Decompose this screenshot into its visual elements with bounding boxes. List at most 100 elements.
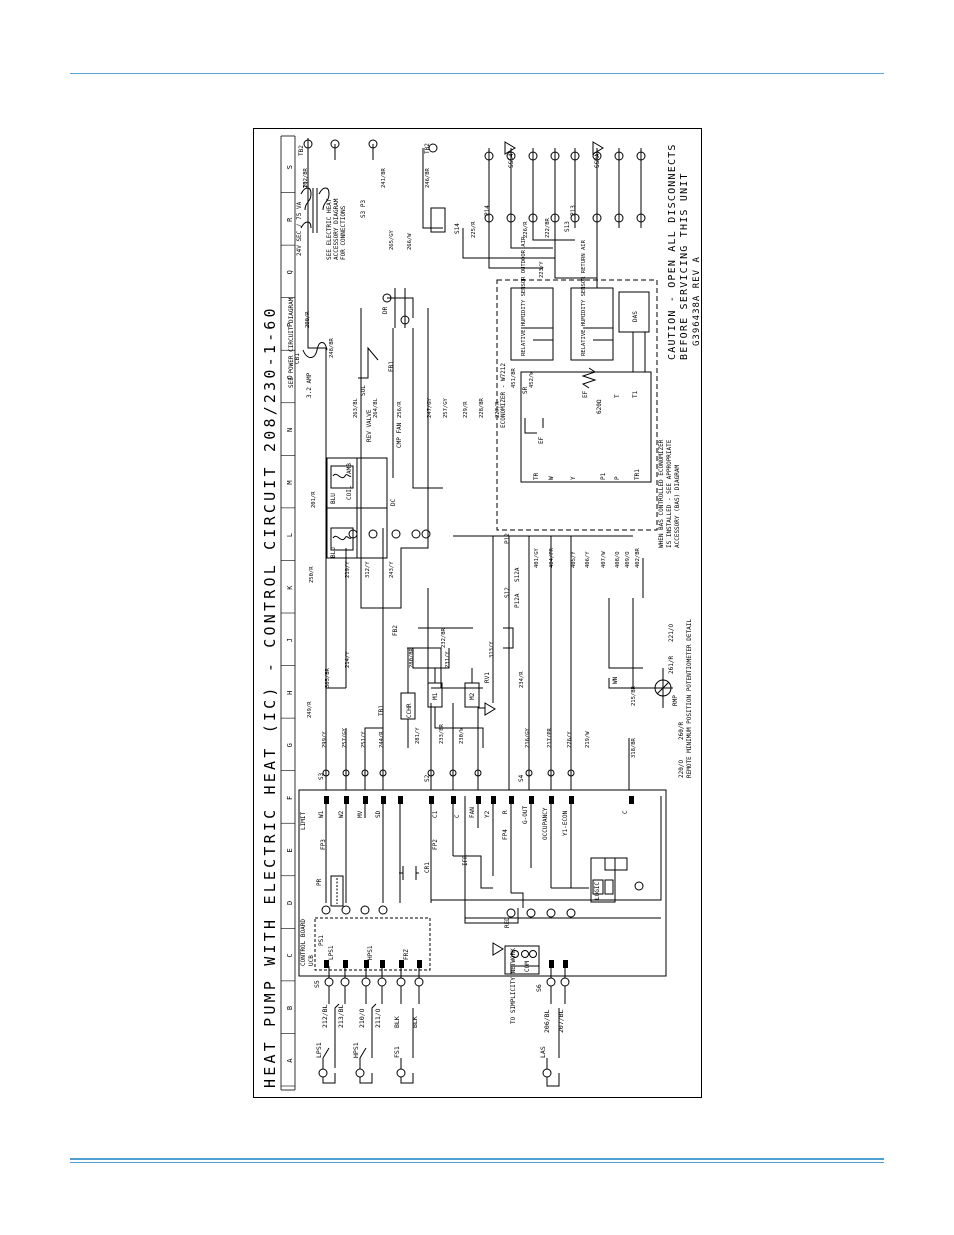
upper-wire-label: 227/R	[495, 401, 501, 418]
board-fp2: FP2	[432, 839, 439, 850]
grid-column-ticks	[281, 192, 295, 1087]
upper-wire-label: 250/R	[309, 566, 315, 583]
m1-label: M1	[432, 692, 439, 700]
diagram-title: HEAT PUMP WITH ELECTRIC HEAT (IC) - CONT…	[261, 305, 279, 1088]
p12a-label: P12A	[514, 593, 521, 608]
mid-wire-label: 233/BR	[439, 723, 445, 744]
top-rule	[70, 73, 884, 74]
mid-wire-label: 244/R	[379, 731, 385, 748]
tb2-top-label: TB2	[298, 145, 305, 156]
mid-wire-label: 257/GY	[342, 727, 348, 748]
grid-letter-b: B	[286, 1006, 294, 1010]
board-sub: UCB	[308, 955, 315, 966]
board-hps1: HPS1	[367, 945, 374, 960]
board-title: CONTROL BOARD	[300, 919, 307, 966]
grid-letter-h: H	[286, 691, 294, 695]
economizer-module	[520, 371, 652, 483]
grid-letter-o: O	[286, 375, 294, 379]
wire-207-bl: 207/BL	[557, 1009, 565, 1033]
wire-206-bl: 206/BL	[543, 1009, 551, 1033]
econ-wire-label: 405/Y	[571, 551, 577, 568]
grid-letter-c: C	[286, 953, 294, 957]
mid-wire-label: 234/R	[519, 671, 525, 688]
upper-wire-label: 241/BR	[381, 167, 387, 188]
upper-wire-label: 247/GY	[427, 397, 433, 418]
resistor-label: 620Ω	[596, 399, 603, 414]
econ-term-p1: P1	[600, 472, 607, 480]
s3-p3-label: S3 P3	[360, 200, 367, 218]
econ-note-3: ACCESSORY (BAS) DIAGRAM	[674, 465, 681, 548]
grid-letter-e: E	[286, 848, 294, 852]
s12a-label: S12A	[514, 567, 521, 582]
las-terminal-icon	[542, 1068, 552, 1078]
board-mv: MV	[357, 810, 364, 818]
hps1-terminal-icon	[355, 1068, 365, 1078]
grid-letter-f: F	[286, 796, 294, 800]
wiring-diagram: HEAT PUMP WITH ELECTRIC HEAT (IC) - CONT…	[253, 128, 702, 1098]
fs1-label: FS1	[393, 1046, 401, 1058]
bottom-wire-220-o: 220/O	[678, 760, 685, 778]
econ-term-t1: T1	[632, 390, 639, 398]
board-lps1: LPS1	[328, 945, 335, 960]
logic-block	[590, 857, 616, 903]
upper-wire-label: 264/BL	[373, 397, 379, 418]
main-wiring	[300, 138, 673, 956]
wire-210-o: 210/O	[358, 1008, 366, 1028]
wn-label: WN	[612, 676, 619, 684]
grid-letter-j: J	[286, 638, 294, 642]
coil-label: COIL	[346, 485, 353, 500]
caution-line-1: CAUTION - OPEN ALL DISCONNECTS	[667, 143, 678, 360]
s14-label: S14	[454, 223, 461, 234]
board-limit: LIMIT	[300, 812, 307, 830]
board-cr1: CR1	[424, 862, 431, 873]
upper-wire-label: 222/BR	[545, 217, 551, 238]
econ-wire-452: 452/W	[529, 371, 535, 388]
amb-label: AMB	[346, 463, 353, 474]
board-c1: C1	[432, 810, 439, 818]
grid-letter-d: D	[286, 901, 294, 905]
sss4-label: SSS4	[508, 153, 515, 168]
tb1-label: TB1	[378, 705, 385, 716]
bottom-wire-260-r: 260/R	[678, 722, 685, 740]
upper-wire-label: 305/BR	[325, 667, 331, 688]
board-logic: LOGIC	[594, 882, 601, 900]
econ-wire-label: 401/GY	[534, 547, 540, 568]
grid-letter-g: G	[286, 743, 294, 747]
econ-term-sr: EF	[582, 390, 589, 398]
economizer-dashed-outline	[496, 279, 658, 531]
board-occupancy: OCCUPANCY	[542, 807, 549, 840]
economizer	[496, 279, 658, 531]
rh-outdoor-label: RELATIVE HUMIDITY SENSOR OUTDOOR AIR	[521, 236, 527, 356]
tb2-mid-label: TB2	[424, 143, 431, 154]
upper-wire-label: 229/R	[463, 401, 469, 418]
upper-wire-label: 232/BR	[441, 627, 447, 648]
fb1-label: FB1	[388, 361, 395, 372]
bottom-wire-261-r: 261/R	[668, 656, 675, 674]
das-sensor	[618, 291, 650, 333]
grid-letter-r: R	[286, 217, 294, 222]
accessory-ref-1: SEE ELECTRIC HEAT	[326, 198, 333, 260]
board-red-led: RED	[504, 917, 511, 928]
s5-label: S5	[313, 980, 321, 988]
control-board-outline	[298, 789, 667, 977]
das-label: DAS	[632, 311, 639, 322]
accessory-ref-2: ACCESSORY DIAGRAM	[333, 198, 340, 260]
left-device-wiring	[318, 966, 570, 1087]
mid-wire-label: 215/BR	[631, 685, 637, 706]
econ-wire-label: 404/PR	[549, 547, 555, 568]
s6-label: S6	[535, 984, 543, 992]
board-c2: C	[622, 810, 629, 814]
rev-valve-label: REV VALVE	[366, 409, 373, 442]
lps1-label: LPS1	[315, 1042, 323, 1058]
wire-blk-2: BLK	[411, 1016, 419, 1028]
econ-term-t: T	[614, 394, 621, 398]
grid-letter-k: K	[286, 585, 294, 590]
upper-wire-label: 246/BR	[425, 167, 431, 188]
s3-label: S3	[318, 772, 325, 780]
board-fp3: FP3	[320, 839, 327, 850]
board-w1: W1	[318, 810, 325, 818]
upper-wire-label: 263/BL	[353, 397, 359, 418]
grid-letter-n: N	[286, 428, 294, 432]
ssra-label: SSRA	[594, 153, 601, 168]
blu-label-1: BLU	[330, 547, 337, 558]
